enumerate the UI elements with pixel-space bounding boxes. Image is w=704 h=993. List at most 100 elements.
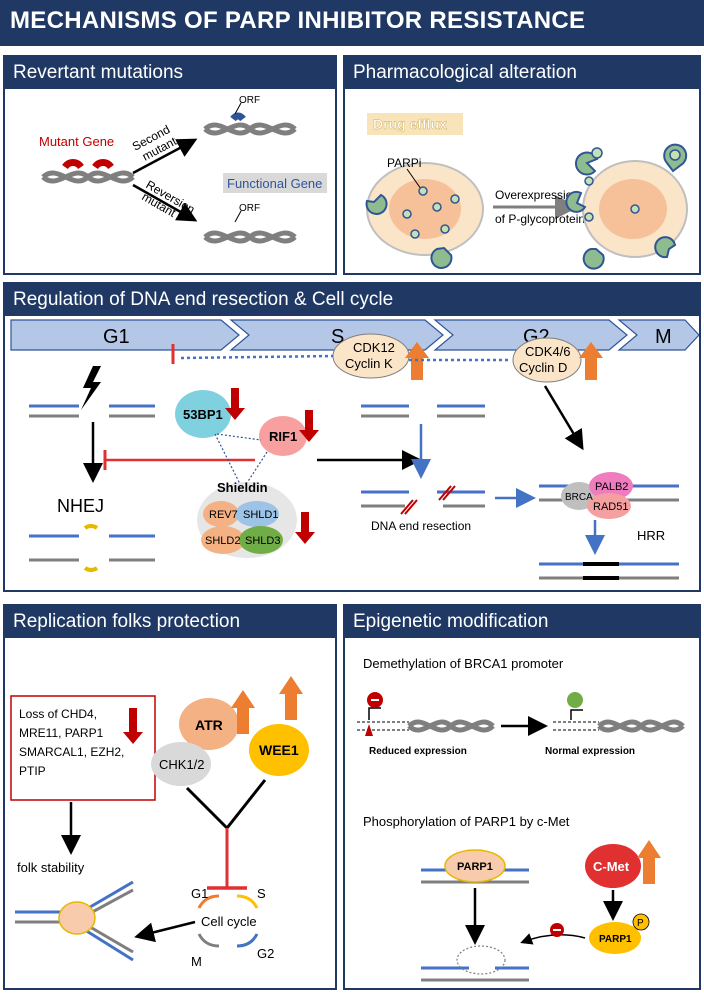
mutant-dna-helix: [41, 159, 135, 184]
parpi-molecules-right: [584, 176, 640, 222]
parpi-label: PARPi: [387, 156, 421, 170]
y-junction: [185, 779, 267, 831]
loss-line-3: SMARCAL1, EZH2,: [19, 745, 124, 759]
atr-blob: [179, 698, 239, 750]
functional-gene-label: Functional Gene: [227, 176, 322, 191]
folk-stability-label: folk stability: [17, 860, 85, 875]
epigenetic-diagram: Demethylation of BRCA1 promoter Reduced …: [357, 656, 685, 982]
methyl-green-icon: [567, 692, 583, 708]
bottom-dna-helix: [203, 230, 297, 244]
loss-line-4: PTIP: [19, 764, 46, 778]
dna-end-resection-label: DNA end resection: [371, 519, 471, 533]
parp1-phospho-label: PARP1: [599, 934, 632, 945]
normal-label: Normal expression: [545, 746, 635, 757]
phosphorylation-label: Phosphorylation of PARP1 by c-Met: [363, 814, 570, 829]
panel-heading: Revertant mutations: [13, 62, 184, 83]
loss-down-arrow: [123, 708, 143, 744]
cc-m-label: M: [191, 954, 202, 969]
panel-heading: Regulation of DNA end resection & Cell c…: [13, 289, 394, 310]
cycle-to-fork-arrow: [134, 920, 196, 943]
panel-resection: Regulation of DNA end resection & Cell c…: [3, 282, 701, 592]
reduced-label: Reduced expression: [369, 746, 467, 757]
panel-revertant: Revertant mutations Mutant Gene Second m…: [3, 55, 337, 275]
cdk12-inhibition-dotted: [180, 354, 334, 360]
wee1-blob: [249, 724, 309, 776]
phase-g1-label: G1: [103, 326, 130, 348]
panel-heading: Pharmacological alteration: [353, 62, 577, 83]
panel-header: Replication folks protection: [5, 606, 335, 638]
hrr-label: HRR: [637, 528, 665, 543]
wee1-up-arrow: [279, 676, 303, 720]
mutant-gene-label: Mutant Gene: [39, 134, 114, 149]
nucleus-left: [389, 179, 461, 239]
orf-top-pointer: [234, 102, 242, 115]
panel-replication: Replication folks protection Loss of CHD…: [3, 604, 337, 990]
loss-line-2: MRE11, PARP1: [19, 726, 104, 740]
brca-complex: [539, 472, 679, 519]
rif1-down-arrow: [299, 410, 319, 442]
page-title: MECHANISMS OF PARP INHIBITOR RESISTANCE: [10, 7, 586, 34]
wee1-label: WEE1: [259, 742, 299, 758]
orf-bottom-pointer: [234, 210, 242, 223]
shieldin-complex: [197, 482, 297, 558]
s-phase-dna: [361, 404, 485, 418]
shld3-label: SHLD3: [245, 535, 280, 547]
cdk46-to-brca-arrow: [543, 385, 584, 451]
nhej-repaired-dna: [29, 524, 155, 572]
orf-top-label: ORF: [239, 95, 260, 106]
resected-dna: [361, 485, 485, 515]
cmet-up-arrow: [637, 840, 661, 884]
drug-efflux-label: Drug efflux: [373, 116, 447, 132]
reduced-dna: [357, 707, 495, 736]
chk-blob: [151, 742, 211, 786]
second-mutant-arrow: [132, 138, 198, 175]
replication-fork: [15, 880, 134, 962]
cdk46-up-arrow: [579, 342, 603, 380]
parp1-blob-top: [444, 849, 506, 883]
loss-line-1: Loss of CHD4,: [19, 707, 97, 721]
normal-dna: [553, 709, 685, 733]
pglycoprotein-label: of P-glycoprotein: [495, 212, 585, 226]
atr-label: ATR: [195, 717, 223, 733]
lightning-icon: [81, 366, 101, 410]
reversion-mutant-arrow: [132, 183, 198, 222]
panel-header: Regulation of DNA end resection & Cell c…: [5, 284, 699, 316]
cc-g2-label: G2: [257, 946, 274, 961]
chk-label: CHK1/2: [159, 757, 205, 772]
atr-up-arrow: [231, 690, 255, 734]
palb2-label: PALB2: [595, 481, 628, 493]
parp1-phospho-blob: [589, 922, 641, 954]
rad51-label: RAD51: [593, 501, 628, 513]
parpi-molecules-left: [402, 186, 460, 239]
shieldin-down-arrow: [295, 512, 315, 544]
title-bar: [0, 0, 704, 46]
53bp1-label: 53BP1: [183, 407, 223, 422]
cell-cycle-ring: [197, 894, 259, 948]
cell-cycle-label: Cell cycle: [201, 914, 257, 929]
hrr-repaired-dna: [539, 562, 679, 580]
drug-efflux-box: [367, 113, 463, 135]
cmet-label: C-Met: [593, 859, 630, 874]
effluxed-parpi: [591, 147, 681, 161]
rev7-label: REV7: [209, 509, 238, 521]
replication-diagram: Loss of CHD4, MRE11, PARP1 SMARCAL1, EZH…: [10, 676, 309, 969]
shld1-label: SHLD1: [243, 509, 278, 521]
panel-header: Epigenetic modification: [345, 606, 699, 638]
panel-header: Pharmacological alteration: [345, 57, 699, 89]
phase-g2-chevron: [433, 319, 628, 351]
shieldin-label: Shieldin: [217, 480, 268, 495]
cyclind-label: Cyclin D: [519, 360, 567, 375]
nhej-label: NHEJ: [57, 496, 104, 516]
pgp-pumps-left: [365, 193, 453, 269]
cdk46-cloud: [512, 337, 582, 383]
cc-s-label: S: [257, 886, 266, 901]
shld2-label: SHLD2: [205, 535, 240, 547]
cmet-blob: [585, 844, 641, 888]
phosphate-icon: [632, 913, 650, 931]
53bp1-blob: [175, 390, 231, 438]
panel-heading: Replication folks protection: [13, 611, 241, 632]
phase-m-label: M: [655, 326, 672, 348]
phase-g1-chevron: [10, 319, 240, 351]
revertant-diagram: Mutant Gene Second mutant Reversion muta…: [39, 95, 327, 244]
panel-epigenetic: Epigenetic modification Demethylation of…: [343, 604, 701, 990]
